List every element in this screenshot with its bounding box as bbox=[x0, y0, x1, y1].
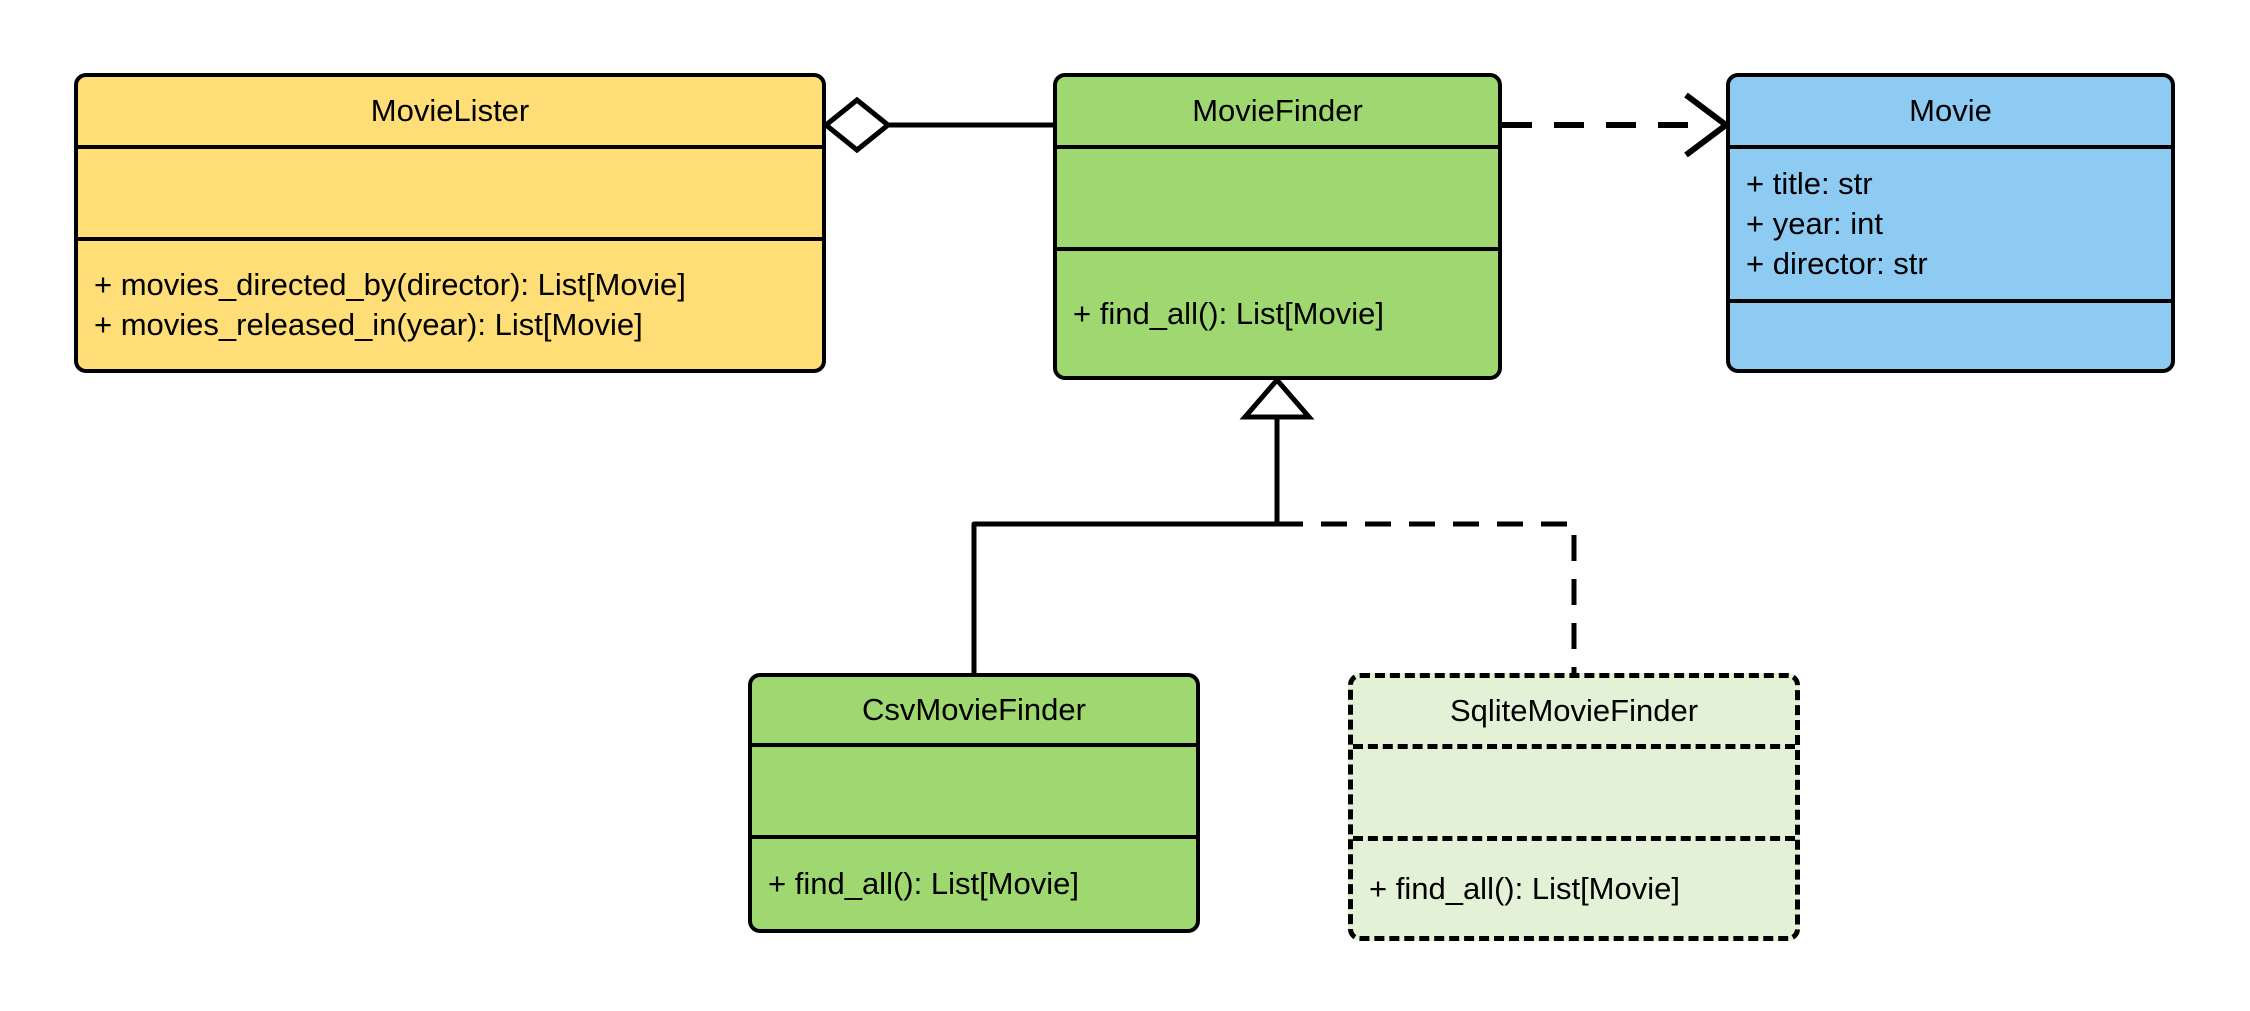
class-box-movie-finder[interactable]: MovieFinder + find_all(): List[Movie] bbox=[1053, 73, 1502, 380]
aggregation-edge-movielister-moviefinder bbox=[822, 96, 1053, 154]
generalization-branch-solid bbox=[971, 521, 1277, 673]
attributes-compartment bbox=[752, 743, 1196, 835]
class-name-compartment: MovieLister bbox=[78, 77, 822, 145]
open-arrow-icon bbox=[1684, 92, 1731, 158]
method-item: + find_all(): List[Movie] bbox=[1073, 295, 1384, 331]
methods-compartment: + find_all(): List[Movie] bbox=[1057, 247, 1498, 376]
methods-compartment: + movies_directed_by(director): List[Mov… bbox=[78, 237, 822, 369]
attributes-compartment: + title: str + year: int + director: str bbox=[1730, 145, 2171, 299]
method-item: + movies_directed_by(director): List[Mov… bbox=[94, 267, 686, 303]
generalization-branch-dashed bbox=[1277, 521, 1577, 673]
class-title: MovieLister bbox=[370, 92, 530, 128]
generalization-edge-sqlitemoviefinder bbox=[1277, 521, 1577, 673]
attributes-compartment bbox=[78, 145, 822, 237]
class-box-movie-lister[interactable]: MovieLister + movies_directed_by(directo… bbox=[74, 73, 826, 373]
dependency-edge-moviefinder-movie bbox=[1502, 92, 1731, 158]
method-item: + find_all(): List[Movie] bbox=[1369, 870, 1680, 906]
attribute-item: + year: int bbox=[1746, 206, 1883, 242]
attributes-compartment bbox=[1353, 744, 1795, 836]
methods-compartment bbox=[1730, 299, 2171, 369]
method-item: + movies_released_in(year): List[Movie] bbox=[94, 307, 643, 342]
class-name-compartment: Movie bbox=[1730, 77, 2171, 145]
attribute-item: + director: str bbox=[1746, 245, 1928, 281]
class-box-movie[interactable]: Movie + title: str + year: int + directo… bbox=[1726, 73, 2175, 373]
class-box-sqlite-movie-finder[interactable]: SqliteMovieFinder + find_all(): List[Mov… bbox=[1348, 673, 1800, 941]
methods-compartment: + find_all(): List[Movie] bbox=[1353, 836, 1795, 936]
class-title: CsvMovieFinder bbox=[862, 691, 1086, 727]
class-box-csv-movie-finder[interactable]: CsvMovieFinder + find_all(): List[Movie] bbox=[748, 673, 1200, 933]
methods-compartment: + find_all(): List[Movie] bbox=[752, 835, 1196, 929]
class-title: Movie bbox=[1909, 92, 1992, 128]
class-title: SqliteMovieFinder bbox=[1449, 692, 1699, 728]
attributes-compartment bbox=[1057, 145, 1498, 247]
class-name-compartment: CsvMovieFinder bbox=[752, 677, 1196, 743]
class-name-compartment: SqliteMovieFinder bbox=[1353, 678, 1795, 744]
attribute-item: + title: str bbox=[1746, 166, 1873, 202]
generalization-edge-csvmoviefinder bbox=[971, 521, 1277, 673]
hollow-diamond-icon bbox=[822, 96, 892, 154]
class-name-compartment: MovieFinder bbox=[1057, 77, 1498, 145]
hollow-triangle-icon bbox=[1239, 376, 1315, 420]
method-item: + find_all(): List[Movie] bbox=[768, 866, 1079, 902]
class-title: MovieFinder bbox=[1192, 92, 1363, 128]
generalization-edge-shared-stem bbox=[1239, 376, 1315, 524]
